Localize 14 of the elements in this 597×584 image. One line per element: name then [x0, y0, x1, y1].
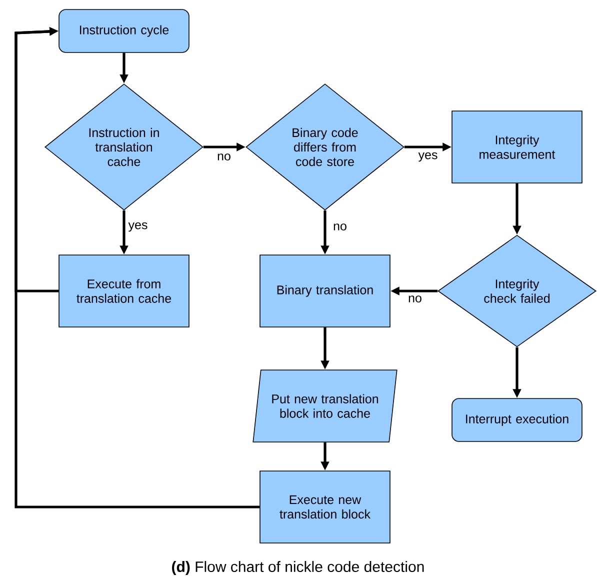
- edge-label: yes: [417, 151, 439, 163]
- caption: (d) Flow chart of nickle code detection: [172, 561, 424, 575]
- end-box: Interrupt execution: [452, 398, 582, 442]
- edge-label: no: [332, 222, 348, 232]
- process-box: Execute from translation cache: [58, 254, 190, 328]
- edge-label: no: [216, 152, 232, 162]
- data-parallelogram: Put new translation block into cache: [252, 370, 398, 442]
- process-box: Integrity measurement: [452, 110, 582, 184]
- edge-label: yes: [127, 221, 149, 233]
- start-box: Instruction cycle: [58, 9, 190, 53]
- arrow: [14, 27, 260, 508]
- process-box: Binary translation: [260, 254, 390, 328]
- process-box: Execute new translation block: [260, 470, 390, 544]
- edge-label: no: [407, 294, 423, 304]
